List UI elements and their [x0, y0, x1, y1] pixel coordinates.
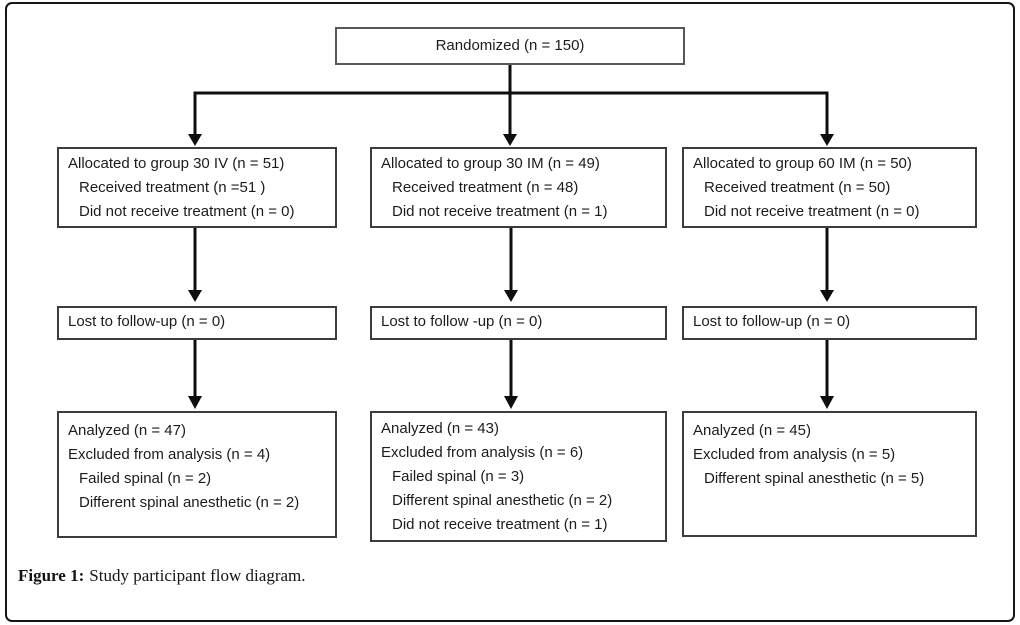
connector-allocated-to-followup-col1	[188, 228, 202, 302]
followup-box-group-60-im: Lost to follow-up (n = 0)	[682, 306, 977, 340]
connector-followup-to-analyzed-col3	[820, 340, 834, 409]
analyzed-box-group-30-im: Analyzed (n = 43) Excluded from analysis…	[370, 411, 667, 542]
box-text-line: Received treatment (n = 48)	[392, 179, 579, 196]
arrowhead	[504, 290, 518, 302]
box-text-line: Excluded from analysis (n = 6)	[381, 444, 584, 461]
box-text-line: Did not receive treatment (n = 0)	[704, 203, 920, 220]
box-text-line: Different spinal anesthetic (n = 2)	[392, 492, 613, 509]
arrowhead	[820, 396, 834, 409]
box-text-line: Different spinal anesthetic (n = 2)	[79, 494, 300, 511]
followup-box-group-30-im: Lost to follow -up (n = 0)	[370, 306, 667, 340]
box-text-line: Allocated to group 30 IM (n = 49)	[381, 155, 600, 172]
connector-followup-to-analyzed-col1	[188, 340, 202, 409]
arrowhead	[188, 396, 202, 409]
arrowhead-mid	[503, 134, 517, 146]
box-text-line: Analyzed (n = 47)	[68, 422, 186, 439]
randomized-box: Randomized (n = 150)	[335, 27, 685, 65]
connector-allocated-to-followup-col3	[820, 228, 834, 302]
box-text-line: Analyzed (n = 45)	[693, 422, 811, 439]
arrowhead	[188, 290, 202, 302]
allocated-box-group-30-iv: Allocated to group 30 IV (n = 51) Receiv…	[57, 147, 337, 228]
figure-caption-label: Figure 1:	[18, 566, 85, 585]
box-text-line: Different spinal anesthetic (n = 5)	[704, 470, 925, 487]
box-text-line: Failed spinal (n = 3)	[392, 468, 525, 485]
allocated-box-group-30-im: Allocated to group 30 IM (n = 49) Receiv…	[370, 147, 667, 228]
box-text-line: Lost to follow-up (n = 0)	[68, 313, 226, 330]
box-text-line: Failed spinal (n = 2)	[79, 470, 212, 487]
box-text-line: Did not receive treatment (n = 0)	[79, 203, 295, 220]
arrowhead-right	[820, 134, 834, 146]
followup-box-group-30-iv: Lost to follow-up (n = 0)	[57, 306, 337, 340]
box-text-line: Received treatment (n =51 )	[79, 179, 266, 196]
figure-caption-text: Study participant flow diagram.	[89, 566, 306, 585]
box-text-line: Analyzed (n = 43)	[381, 420, 499, 437]
box-text-line: Did not receive treatment (n = 1)	[392, 203, 608, 220]
box-text-line: Allocated to group 60 IM (n = 50)	[693, 155, 912, 172]
analyzed-box-group-30-iv: Analyzed (n = 47) Excluded from analysis…	[57, 411, 337, 538]
box-text-line: Excluded from analysis (n = 4)	[68, 446, 271, 463]
connector-allocated-to-followup-col2	[504, 228, 518, 302]
box-text-line: Allocated to group 30 IV (n = 51)	[68, 155, 285, 172]
figure-caption: Figure 1:Study participant flow diagram.	[18, 566, 306, 586]
box-text-line: Lost to follow -up (n = 0)	[381, 313, 543, 330]
randomized-label: Randomized (n = 150)	[435, 37, 585, 54]
connector-followup-to-analyzed-col2	[504, 340, 518, 409]
analyzed-box-group-60-im: Analyzed (n = 45) Excluded from analysis…	[682, 411, 977, 537]
arrowhead-left	[188, 134, 202, 146]
box-text-line: Did not receive treatment (n = 1)	[392, 516, 608, 533]
connector-randomized-split	[188, 65, 834, 146]
box-text-line: Lost to follow-up (n = 0)	[693, 313, 851, 330]
arrowhead	[820, 290, 834, 302]
allocated-box-group-60-im: Allocated to group 60 IM (n = 50) Receiv…	[682, 147, 977, 228]
box-text-line: Received treatment (n = 50)	[704, 179, 891, 196]
arrowhead	[504, 396, 518, 409]
box-text-line: Excluded from analysis (n = 5)	[693, 446, 896, 463]
